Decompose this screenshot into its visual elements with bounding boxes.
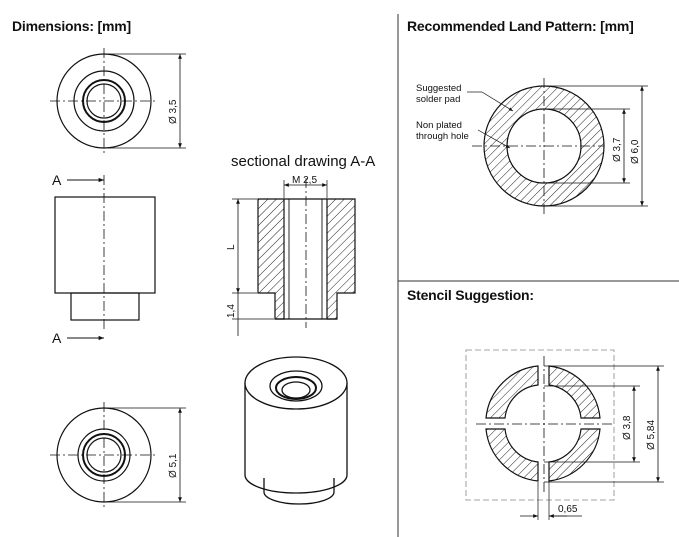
top-view: [50, 48, 186, 154]
isometric-view: [244, 356, 348, 505]
land-outer-diameter-label: Ø 6,0: [630, 139, 641, 164]
length-label: L: [226, 244, 237, 250]
step-height-label: 1,4: [226, 304, 237, 318]
land-inner-diameter-label: Ø 3,7: [612, 137, 623, 162]
stencil-gap-label: 0,65: [558, 504, 578, 515]
top-view-diameter-label: Ø 3,5: [168, 99, 179, 124]
thread-label: M 2,5: [292, 175, 317, 186]
sectional-drawing-title: sectional drawing A-A: [231, 153, 376, 170]
stencil-pattern: [465, 349, 664, 520]
stencil-inner-diameter-label: Ø 3,8: [622, 415, 633, 440]
section-marker-bottom: A: [52, 330, 62, 346]
section-marker-top: A: [52, 172, 62, 188]
sectional-view: [232, 178, 356, 336]
non-plated-label-2: through hole: [416, 131, 469, 142]
suggested-pad-label-1: Suggested: [416, 83, 461, 94]
side-view: [54, 175, 156, 341]
land-pattern: [467, 78, 648, 214]
bottom-view-diameter-label: Ø 5,1: [168, 453, 179, 478]
stencil-outer-diameter-label: Ø 5,84: [646, 420, 657, 450]
bottom-view: [50, 402, 186, 508]
stencil-heading: Stencil Suggestion:: [407, 287, 534, 303]
panel-dividers: [397, 14, 679, 537]
non-plated-label-1: Non plated: [416, 120, 462, 131]
land-pattern-heading: Recommended Land Pattern: [mm]: [407, 18, 634, 34]
suggested-pad-label-2: solder pad: [416, 94, 460, 105]
dimensions-heading: Dimensions: [mm]: [12, 18, 131, 34]
